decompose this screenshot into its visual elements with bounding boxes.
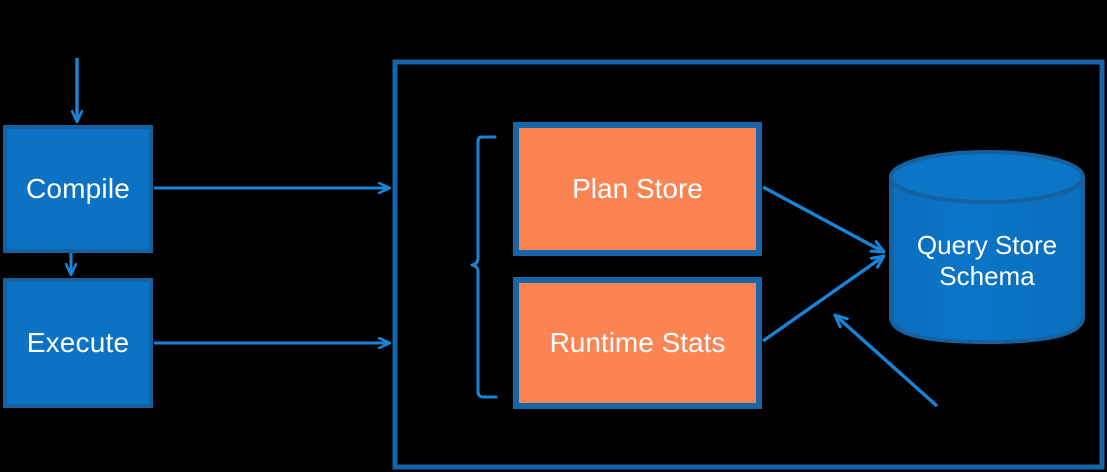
node-runtime-stats-label: Runtime Stats [549,327,726,358]
node-query-store-schema[interactable]: Query Store Schema [889,152,1085,342]
node-runtime-stats[interactable]: Runtime Stats [513,277,762,409]
plan-store-to-schema-arrow [762,185,884,252]
query-store-schema-cylinder [889,150,1085,345]
node-query-store-schema-label-line1: Query Store [916,230,1058,260]
node-plan-store[interactable]: Plan Store [513,122,762,256]
node-query-store-schema-label-line2: Schema [939,260,1035,291]
store-group-bracket [470,135,498,399]
node-compile[interactable]: Compile [3,125,153,253]
container-outline [392,59,1105,470]
node-execute[interactable]: Execute [3,278,153,408]
node-compile-label: Compile [25,173,131,204]
runtime-stats-to-schema-arrow [762,256,884,343]
node-query-store-schema-label: Query Store Schema [889,230,1085,291]
node-plan-store-label: Plan Store [572,173,703,204]
node-execute-label: Execute [26,327,130,358]
external-to-schema-arrow [835,315,939,408]
